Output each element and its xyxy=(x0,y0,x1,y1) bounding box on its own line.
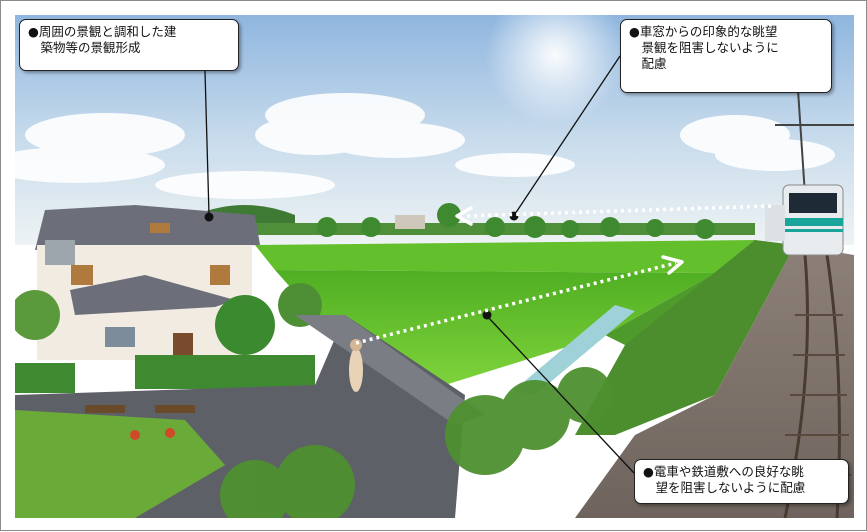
house xyxy=(35,205,260,360)
distant-house xyxy=(395,215,425,229)
callout-view-of-train: ●電車や鉄道敷への良好な眺 望を阻害しないように配慮 xyxy=(634,459,849,504)
leader-dot-buildings xyxy=(204,212,214,222)
clouds xyxy=(15,93,835,199)
leader-line-train-window xyxy=(514,55,621,215)
water-channel xyxy=(513,305,635,395)
rice-field-back xyxy=(255,240,755,273)
foreground-shrubs xyxy=(220,367,613,518)
leader-dot-view-of-train xyxy=(482,310,492,320)
catenary xyxy=(775,74,854,196)
embankment-grass xyxy=(575,240,795,435)
distant-trees xyxy=(317,203,715,239)
callout-train-window-view: ●車窓からの印象的な眺望 景観を阻害しないように 配慮 xyxy=(620,19,832,93)
view-arrow-to-train xyxy=(355,261,677,345)
leader-line-view-of-train xyxy=(486,315,635,474)
view-arrow-from-train xyxy=(465,204,772,218)
pedestrian xyxy=(349,348,363,392)
train xyxy=(765,184,844,256)
field-edge xyxy=(605,240,760,345)
rice-field-front xyxy=(275,270,715,385)
callout-landscape-buildings: ●周囲の景観と調和した建 築物等の景観形成 xyxy=(19,19,239,71)
sun-glow xyxy=(485,15,625,125)
ballast xyxy=(575,245,854,518)
leader-line-buildings xyxy=(204,70,210,216)
